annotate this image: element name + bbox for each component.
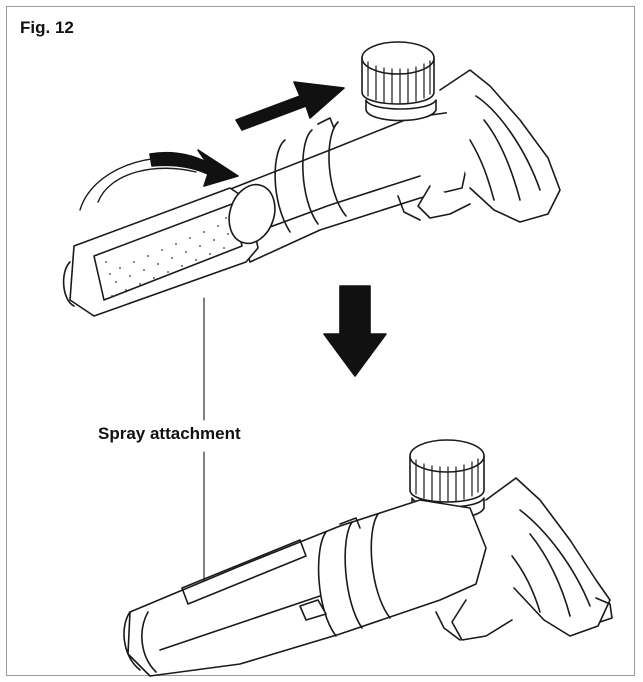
device-top: [62, 41, 561, 317]
push-arrow: [235, 81, 345, 131]
device-bottom-handle: [435, 477, 613, 641]
rotate-arrow: [79, 149, 239, 211]
device-top-collar-1: [274, 139, 291, 233]
device-bottom-window: [181, 539, 307, 605]
device-bottom-tube: [127, 499, 487, 677]
device-top-handle: [397, 69, 561, 223]
figure-label: Fig. 12: [20, 18, 74, 37]
down-arrow: [323, 285, 387, 377]
spray-attachment-label: Spray attachment: [98, 424, 241, 443]
device-top-spray-head: [62, 183, 276, 317]
device-top-cap: [361, 41, 437, 122]
device-bottom: [123, 439, 613, 677]
